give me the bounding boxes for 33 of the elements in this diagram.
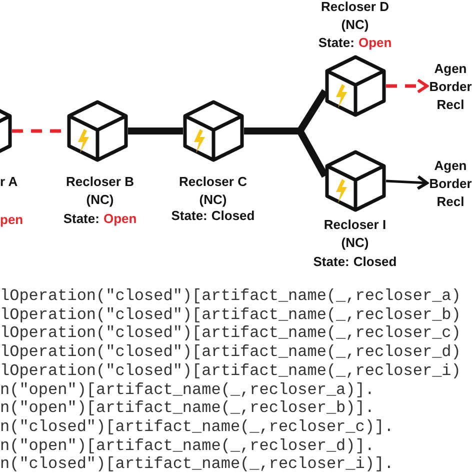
state-value: pen <box>0 212 24 228</box>
code-line: lOperation("closed")[artifact_name(_,recloser_a) <box>0 287 461 305</box>
code-line: lOperation("closed")[artifact_name(_,recloser_b) <box>0 306 461 324</box>
code-line: lOperation("closed")[artifact_name(_,recloser_i) <box>0 362 461 380</box>
recloser-name: Recloser I <box>324 217 386 233</box>
code-line: n("open")[artifact_name(_,recloser_d)]. <box>0 436 374 455</box>
state-label: State: <box>63 211 100 227</box>
recloser-type: (NC) <box>86 192 114 208</box>
connector <box>386 78 428 94</box>
code-line: n("open")[artifact_name(_,recloser_b)]. <box>0 399 374 418</box>
recloser-type: (NC) <box>341 17 369 33</box>
recloser-name: r A <box>0 174 18 190</box>
recloser-name: Recloser D <box>321 0 389 15</box>
recloser-type: (NC) <box>341 235 369 251</box>
state-value: Closed <box>353 254 397 270</box>
state-value: Open <box>103 211 137 227</box>
code-line: n("closed")[artifact_name(_,recloser_c)]. <box>0 418 394 436</box>
recloser-name: Recloser C <box>179 174 247 190</box>
recloser-name: Recloser B <box>66 174 134 190</box>
code-line: n("open")[artifact_name(_,recloser_a)]. <box>0 380 374 398</box>
code-line: n("closed")[artifact_name(_,recloser_i)]. <box>0 455 394 474</box>
connector <box>386 175 428 190</box>
state-value: Open <box>358 35 392 51</box>
code-line: lOperation("closed")[artifact_name(_,recloser_c) <box>0 324 461 342</box>
recloser-type: (NC) <box>199 192 227 208</box>
state-value: Closed <box>211 208 255 224</box>
state-label: State: <box>171 208 208 224</box>
code-line: lOperation("closed")[artifact_name(_,recloser_d) <box>0 343 461 362</box>
state-label: State: <box>313 254 350 270</box>
state-label: State: <box>318 35 354 51</box>
agent-label: Agen Border Recl <box>428 60 473 114</box>
agent-label: Agen Border Recl <box>428 157 473 211</box>
connector <box>128 128 183 134</box>
